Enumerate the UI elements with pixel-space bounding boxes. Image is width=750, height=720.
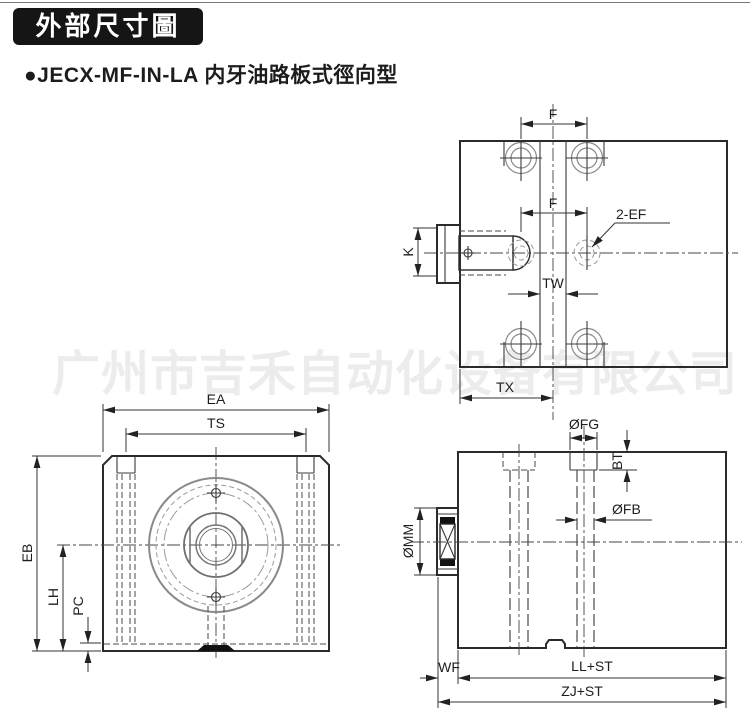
- dim-pc: PC: [70, 596, 101, 672]
- dim-label-k: K: [400, 247, 416, 257]
- port-holes-2ef: [507, 236, 601, 270]
- dim-wf: WF: [420, 577, 460, 708]
- callout-2ef: 2-EF: [591, 206, 670, 248]
- dim-label-lh: LH: [45, 588, 61, 606]
- dim-label-tw: TW: [542, 275, 565, 291]
- top-view: F F 2-EF K: [400, 104, 738, 420]
- mount-hole-bottom-left: [500, 321, 542, 367]
- dim-bt: BT: [599, 430, 637, 492]
- dim-label-ll-st: LL+ST: [571, 658, 613, 674]
- side-view: ØFG BT ØFB ØMM: [400, 416, 742, 708]
- dim-fg: ØFG: [569, 416, 599, 450]
- dim-lh: LH: [45, 545, 67, 651]
- dim-label-f-mid: F: [549, 195, 558, 211]
- mount-hole-bottom-right: [566, 321, 608, 367]
- dim-mm: ØMM: [400, 507, 436, 576]
- dim-eb: EB: [19, 455, 101, 652]
- dim-tx: TX: [459, 369, 553, 404]
- dim-label-mm: ØMM: [400, 524, 416, 558]
- dim-label-f-top: F: [549, 106, 558, 122]
- dim-label-zj-st: ZJ+ST: [561, 683, 603, 699]
- dim-label-ts: TS: [207, 415, 225, 431]
- dim-f-mid: F: [520, 195, 588, 238]
- flange-screw-bottom: [207, 588, 225, 606]
- dim-k: K: [400, 227, 436, 277]
- dim-label-fb: ØFB: [612, 501, 641, 517]
- company-watermark: 广州市吉禾自动化设备有限公司: [52, 348, 739, 401]
- mount-hole-top-right: [566, 141, 608, 181]
- mount-hole-top-left: [500, 141, 542, 181]
- dim-label-pc: PC: [70, 596, 86, 615]
- flange-screw-top: [207, 484, 225, 502]
- page-top-rule: [0, 2, 750, 3]
- page-title: 外部尺寸圖: [13, 8, 203, 45]
- dim-label-fg: ØFG: [569, 416, 599, 432]
- dim-label-wf: WF: [438, 659, 460, 675]
- dim-label-tx: TX: [496, 379, 515, 395]
- bottom-key-seat: [197, 645, 235, 651]
- dim-zj-st: ZJ+ST: [438, 683, 726, 706]
- model-subtitle: ●JECX-MF-IN-LA 内牙油路板式徑向型: [24, 64, 398, 87]
- rod-end-boss: [436, 507, 459, 576]
- dim-label-ea: EA: [207, 391, 226, 407]
- dim-tw: TW: [508, 275, 598, 298]
- dim-ts: TS: [125, 415, 307, 452]
- front-view: EA TS EB LH: [19, 391, 341, 672]
- side-port-boss: [436, 224, 531, 284]
- dim-f-top: F: [520, 106, 588, 139]
- dim-label-bt: BT: [609, 452, 625, 470]
- dim-label-2ef: 2-EF: [616, 206, 646, 222]
- dim-ea: EA: [102, 391, 330, 452]
- dim-ll-st: LL+ST: [458, 650, 727, 708]
- dim-label-eb: EB: [19, 544, 35, 563]
- dim-fb: ØFB: [556, 501, 652, 524]
